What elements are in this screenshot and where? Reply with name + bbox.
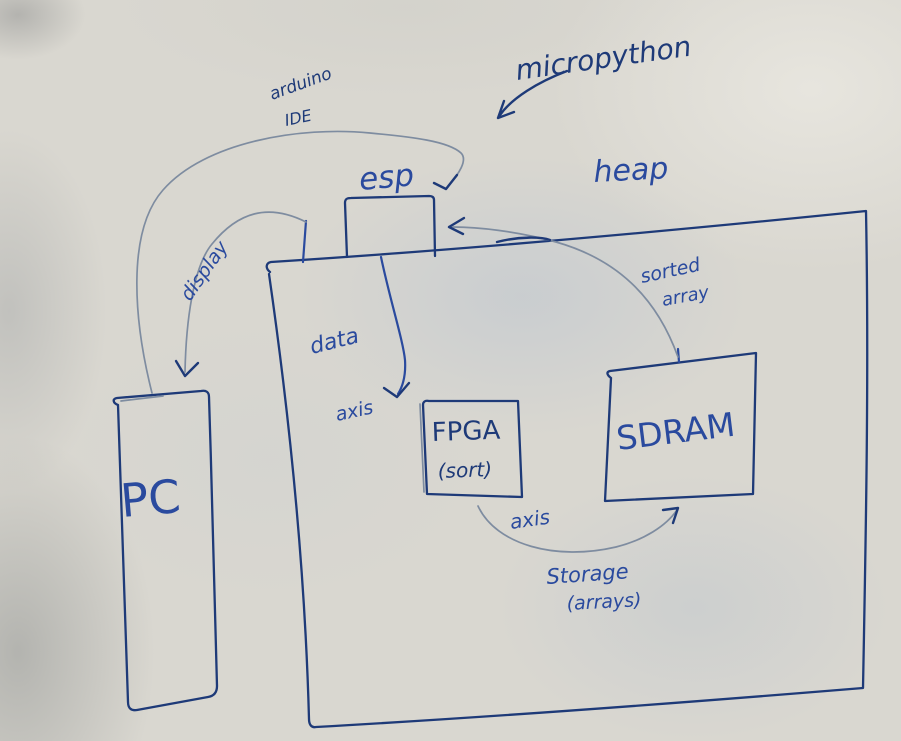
- fpga-box: [421, 399, 524, 499]
- arc-esp-to-fpga: [379, 255, 407, 396]
- pc-box: [112, 389, 219, 712]
- sdram-box: [603, 351, 758, 503]
- arrowhead-into-fpga: [382, 381, 411, 399]
- sorted-array-label-line1: sorted: [638, 254, 703, 288]
- arc-sdram-to-esp: [452, 226, 679, 358]
- arrowhead-into-esp-right: [447, 216, 466, 236]
- heap-label: heap: [593, 151, 670, 190]
- fpga-label: FPGA: [431, 416, 501, 448]
- micropython-arrow: [498, 69, 569, 117]
- axis-left-label: axis: [333, 396, 375, 425]
- storage-label-line2: (arrays): [566, 589, 642, 615]
- arrowhead-into-sdram: [661, 506, 680, 525]
- esp-box: [343, 194, 437, 259]
- arc-fpga-to-sdram: [477, 505, 678, 553]
- arduino-ide-label-line2: IDE: [283, 105, 314, 129]
- display-label: display: [176, 236, 233, 305]
- arc-pc-to-esp: [136, 130, 465, 394]
- sorted-array-label-line2: array: [660, 282, 711, 311]
- arrowhead-into-pc: [174, 359, 200, 378]
- arrowhead-into-esp-top: [432, 173, 459, 191]
- esp-label: esp: [358, 157, 416, 198]
- esp-box-stub: [301, 219, 308, 264]
- pc-label: PC: [118, 469, 182, 528]
- main-board-box: [265, 209, 869, 729]
- sdram-box-stub: [676, 347, 681, 364]
- arc-esp-to-pc: [184, 211, 307, 373]
- pc-box-overstroke: [120, 395, 164, 402]
- data-label: data: [307, 324, 361, 360]
- micropython-label: micropython: [513, 30, 693, 87]
- sdram-label: SDRAM: [614, 405, 737, 458]
- storage-label-line1: Storage: [546, 559, 630, 589]
- fpga-sort-label: (sort): [437, 457, 492, 483]
- axis-bottom-label: axis: [508, 505, 551, 534]
- arc-overstroke: [495, 236, 552, 244]
- arduino-ide-label-line1: arduino: [267, 64, 335, 105]
- fpga-box-overstroke: [419, 403, 425, 493]
- arrowhead-micropython: [496, 99, 516, 120]
